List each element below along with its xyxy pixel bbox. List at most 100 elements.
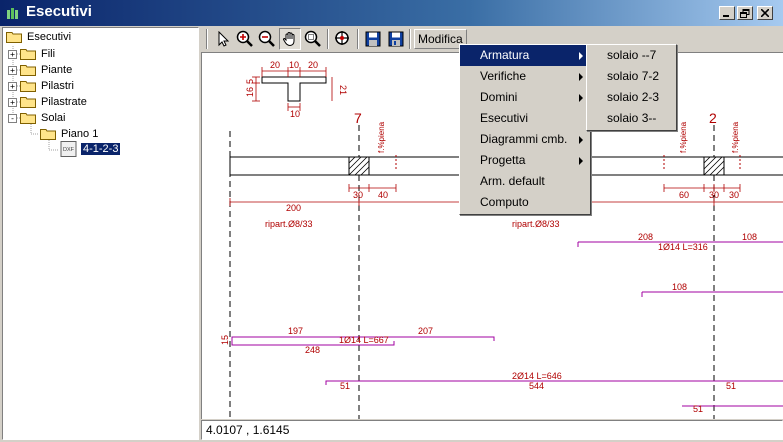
menu-label: Diagrammi cmb. bbox=[480, 132, 568, 146]
menu-label: Domini bbox=[480, 90, 518, 104]
ripart-label-2: ripart.Ø8/33 bbox=[512, 219, 560, 229]
tree-item-pilastrate[interactable]: + Pilastrate bbox=[8, 94, 89, 110]
menu-label: Progetta bbox=[480, 153, 526, 167]
dim-60: 60 bbox=[679, 190, 689, 200]
expand-icon[interactable]: + bbox=[8, 65, 17, 75]
zoom-in-button[interactable] bbox=[234, 28, 256, 50]
expand-icon[interactable]: + bbox=[8, 49, 17, 59]
piena-label-1: f.%piena bbox=[377, 121, 386, 153]
submenu-arrow-icon bbox=[579, 52, 583, 60]
folder-open-icon bbox=[40, 129, 56, 140]
menu-item-domini[interactable]: Domini bbox=[460, 87, 590, 108]
bar-hook-15: 15 bbox=[220, 335, 230, 345]
submenu-arrow-icon bbox=[579, 73, 583, 81]
section-dim-mid: 10 bbox=[289, 60, 299, 70]
menu-item-esecutivi[interactable]: Esecutivi bbox=[460, 108, 590, 129]
menu-item-progetta[interactable]: Progetta bbox=[460, 150, 590, 171]
submenu-arrow-icon bbox=[579, 94, 583, 102]
tree-item-root[interactable]: Esecutivi bbox=[6, 29, 73, 45]
armatura-submenu[interactable]: solaio --7 solaio 7-2 solaio 2-3 solaio … bbox=[586, 44, 677, 131]
bar-label-667: 1Ø14 L=667 bbox=[339, 335, 389, 345]
modifica-button[interactable]: Modifica bbox=[414, 29, 467, 49]
menu-item-computo[interactable]: Computo bbox=[460, 192, 590, 213]
toolbar-separator bbox=[206, 29, 208, 49]
menu-item-arm-default[interactable]: Arm. default bbox=[460, 171, 590, 192]
submenu-item-solaio-3[interactable]: solaio 2-3 bbox=[607, 90, 660, 104]
tree-label-root: Esecutivi bbox=[27, 31, 72, 43]
section-dim-web: 10 bbox=[290, 109, 300, 119]
dim-30-a: 30 bbox=[353, 190, 363, 200]
menu-label: Armatura bbox=[480, 48, 530, 62]
bar-length-544: 544 bbox=[529, 381, 544, 391]
restore-button[interactable] bbox=[737, 6, 753, 20]
zoom-window-button[interactable] bbox=[302, 28, 324, 50]
pan-button[interactable] bbox=[279, 28, 301, 50]
tree-label-pilastrate: Pilastrate bbox=[41, 96, 87, 108]
expand-icon[interactable]: + bbox=[8, 97, 17, 107]
project-tree[interactable]: Esecutivi + Fili + Piante + Pilastri + P… bbox=[2, 27, 199, 440]
folder-icon bbox=[20, 97, 36, 108]
section-dim-total: 21 bbox=[338, 85, 348, 95]
restore-icon bbox=[740, 8, 750, 18]
folder-open-icon bbox=[20, 113, 36, 124]
submenu-arrow-icon bbox=[579, 136, 583, 144]
section-dim-left: 20 bbox=[270, 60, 280, 70]
title-bar[interactable]: Esecutivi bbox=[0, 0, 783, 26]
submenu-item-solaio-1[interactable]: solaio --7 bbox=[607, 48, 657, 62]
tree-item-piano-1[interactable]: Piano 1 bbox=[40, 126, 100, 142]
bar-length-248: 248 bbox=[305, 345, 320, 355]
bar-label-316: 1Ø14 L=316 bbox=[658, 242, 708, 252]
menu-item-verifiche[interactable]: Verifiche bbox=[460, 66, 590, 87]
menu-item-armatura[interactable]: Armatura bbox=[460, 45, 590, 66]
minimize-icon bbox=[723, 15, 729, 17]
zoom-all-button[interactable] bbox=[332, 28, 354, 50]
context-menu[interactable]: Armatura Verifiche Domini Esecutivi Diag… bbox=[459, 44, 591, 215]
minimize-button[interactable] bbox=[719, 6, 735, 20]
toolbar-separator bbox=[409, 29, 411, 49]
tree-item-file[interactable]: DXF 4-1-2-3 bbox=[60, 140, 121, 158]
tree-item-piante[interactable]: + Piante bbox=[8, 62, 74, 78]
piena-label-2: f.%piena bbox=[679, 121, 688, 153]
tree-item-pilastri[interactable]: + Pilastri bbox=[8, 78, 76, 94]
save-all-button[interactable] bbox=[385, 28, 407, 50]
tree-label-file: 4-1-2-3 bbox=[81, 143, 121, 155]
bar-length-208: 208 bbox=[638, 232, 653, 242]
submenu-item-solaio-2[interactable]: solaio 7-2 bbox=[607, 69, 660, 83]
tree-label-piante: Piante bbox=[41, 64, 73, 76]
app-icon bbox=[7, 8, 18, 19]
tree-item-fili[interactable]: + Fili bbox=[8, 46, 57, 62]
expand-icon[interactable]: + bbox=[8, 81, 17, 91]
tree-label-solai: Solai bbox=[41, 112, 66, 124]
submenu-arrow-icon bbox=[579, 157, 583, 165]
collapse-icon[interactable]: - bbox=[8, 113, 17, 123]
save-icon bbox=[365, 31, 381, 47]
ripart-label-1: ripart.Ø8/33 bbox=[265, 219, 313, 229]
zoom-window-icon bbox=[304, 30, 321, 47]
toolbar-separator bbox=[357, 29, 359, 49]
bar-length-108-a: 108 bbox=[742, 232, 757, 242]
bar-length-197: 197 bbox=[288, 326, 303, 336]
drawing-toolbar: Modifica bbox=[201, 26, 783, 52]
close-icon bbox=[761, 9, 769, 17]
zoom-in-icon bbox=[236, 30, 253, 47]
dim-30-c: 30 bbox=[729, 190, 739, 200]
pointer-button[interactable] bbox=[212, 28, 234, 50]
tree-item-solai[interactable]: - Solai bbox=[8, 110, 67, 126]
section-detail bbox=[261, 76, 327, 102]
menu-label: Computo bbox=[480, 195, 529, 209]
section-dim-height: 16 bbox=[245, 87, 255, 97]
close-button[interactable] bbox=[757, 6, 773, 20]
section-dim-right: 20 bbox=[308, 60, 318, 70]
menu-item-diagrammi[interactable]: Diagrammi cmb. bbox=[460, 129, 590, 150]
folder-icon bbox=[20, 81, 36, 92]
folder-icon bbox=[20, 49, 36, 60]
support-hatch-7 bbox=[348, 156, 370, 176]
bar-length-108-b: 108 bbox=[672, 282, 687, 292]
span-200: 200 bbox=[286, 203, 301, 213]
submenu-item-solaio-4[interactable]: solaio 3-- bbox=[607, 111, 657, 125]
tree-label-fili: Fili bbox=[41, 48, 56, 60]
zoom-out-button[interactable] bbox=[256, 28, 278, 50]
save-button[interactable] bbox=[362, 28, 384, 50]
window-title: Esecutivi bbox=[26, 3, 92, 20]
bar-label-646: 2Ø14 L=646 bbox=[512, 371, 562, 381]
